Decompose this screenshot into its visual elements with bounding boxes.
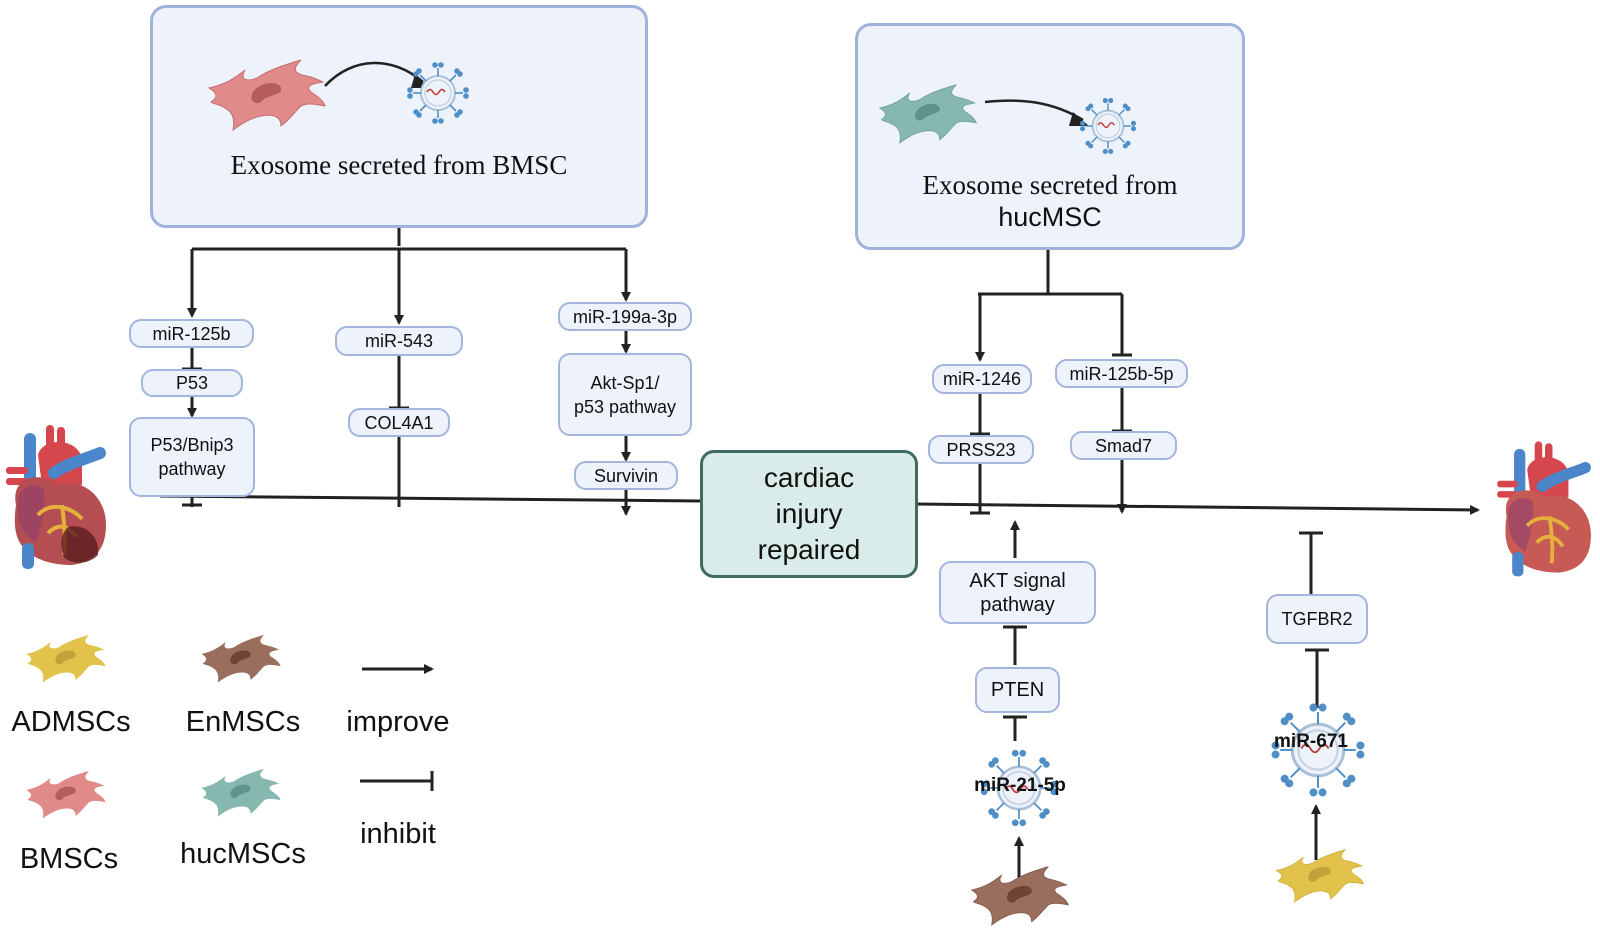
mirna-box-mir125b: miR-125b bbox=[129, 319, 254, 348]
target-box-survivin: Survivin bbox=[574, 461, 678, 490]
mirna-box-mir125b-5p: miR-125b-5p bbox=[1055, 359, 1188, 388]
exosome-icon bbox=[407, 62, 469, 124]
hucmsc-panel-title-line1: Exosome secreted from bbox=[922, 170, 1178, 200]
bmsc-panel-title: Exosome secreted from BMSC bbox=[230, 150, 568, 180]
main-axis-left bbox=[159, 494, 701, 503]
bmsc-cell-icon bbox=[207, 59, 326, 132]
legend-label-enmscs: EnMSCs bbox=[185, 706, 301, 738]
exosome-icon bbox=[1080, 98, 1136, 154]
pathway-box-akt-sp1-p53: Akt-Sp1/ p53 pathway bbox=[558, 353, 692, 436]
hucmsc-exosome-panel: Exosome secreted from hucMSC bbox=[855, 23, 1245, 250]
exosome-icon bbox=[980, 749, 1058, 827]
legend-label-admscs: ADMSCs bbox=[11, 706, 131, 738]
pathway-box-p53-bnip3: P53/Bnip3 pathway bbox=[129, 417, 255, 497]
pathway-box-akt-signal: AKT signal pathway bbox=[939, 561, 1096, 624]
legend-hucmsc-cell-icon bbox=[201, 768, 281, 817]
legend-label-inhibit: inhibit bbox=[360, 818, 436, 850]
exosome-label-mir21-5p: miR-21-5p bbox=[974, 775, 1066, 796]
legend-bmsc-cell-icon bbox=[26, 770, 106, 819]
cardiac-injury-repaired-node: cardiac injury repaired bbox=[700, 450, 918, 578]
mirna-box-mir199a-3p: miR-199a-3p bbox=[558, 302, 692, 331]
target-box-smad7: Smad7 bbox=[1070, 431, 1177, 460]
target-box-p53: P53 bbox=[141, 369, 243, 397]
exosome-label-mir671: miR-671 bbox=[1274, 731, 1348, 752]
legend-admsc-cell-icon bbox=[26, 634, 106, 683]
healthy-heart-icon bbox=[1497, 441, 1591, 577]
target-box-col4a1: COL4A1 bbox=[348, 408, 450, 437]
mirna-box-mir1246: miR-1246 bbox=[932, 364, 1032, 394]
legend-label-hucmscs: hucMSCs bbox=[180, 838, 306, 870]
bmsc-exosome-panel: Exosome secreted from BMSC bbox=[150, 5, 648, 228]
hucmsc-panel-title-line2: hucMSC bbox=[998, 202, 1102, 232]
mirna-box-mir543: miR-543 bbox=[335, 326, 463, 356]
hucmsc-cell-icon bbox=[878, 84, 977, 144]
legend-label-improve: improve bbox=[346, 706, 450, 738]
enmsc-cell-icon bbox=[970, 866, 1069, 926]
target-box-pten: PTEN bbox=[975, 667, 1060, 713]
curved-arrow-icon bbox=[984, 99, 1089, 126]
admsc-cell-icon bbox=[1275, 849, 1365, 903]
target-box-tgfbr2: TGFBR2 bbox=[1266, 594, 1368, 644]
legend-label-bmscs: BMSCs bbox=[19, 843, 119, 875]
main-axis-right bbox=[914, 502, 1480, 515]
target-box-prss23: PRSS23 bbox=[928, 435, 1034, 464]
injured-heart-icon bbox=[6, 425, 106, 569]
legend-enmsc-cell-icon bbox=[201, 634, 281, 683]
exosome-icon bbox=[1271, 703, 1365, 797]
